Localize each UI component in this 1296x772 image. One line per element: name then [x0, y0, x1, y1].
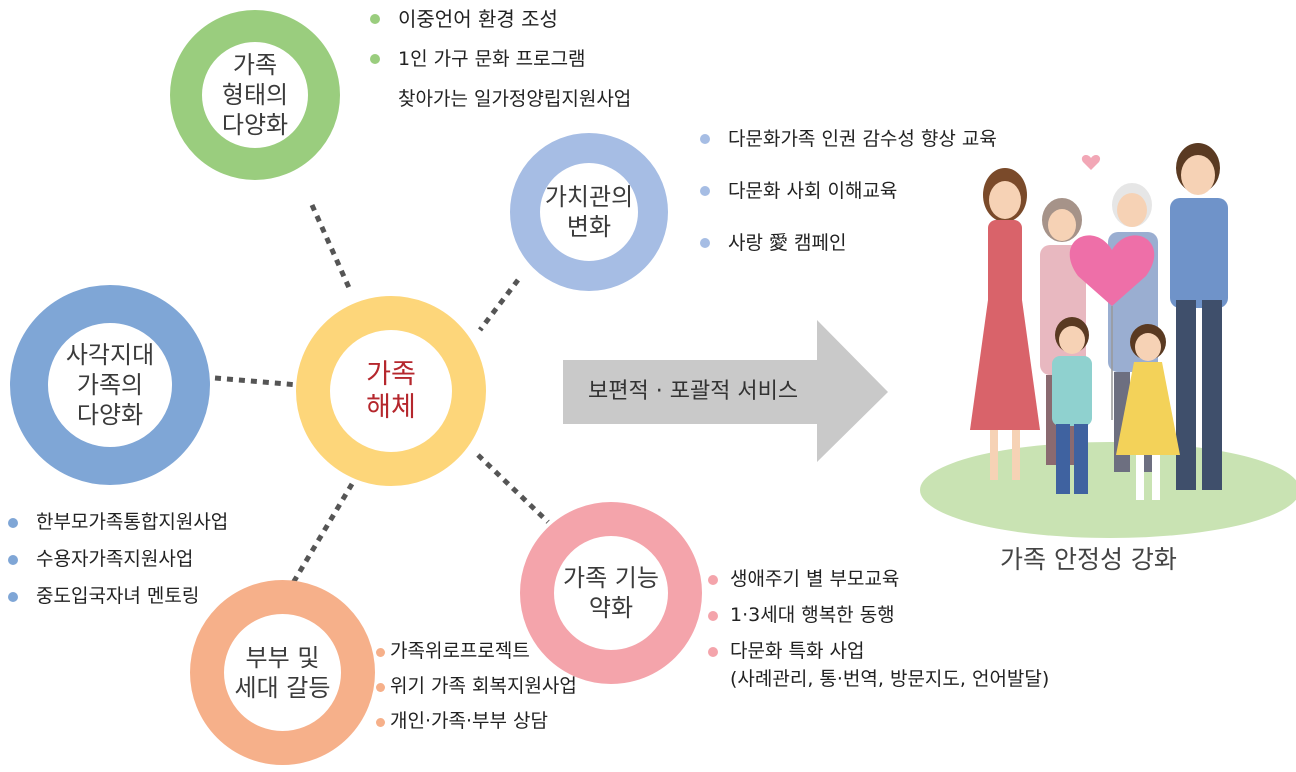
connector-form: [309, 203, 353, 292]
list-item: 다문화가족 인권 감수성 향상 교육: [700, 128, 997, 180]
list-item: 다문화 특화 사업: [708, 640, 899, 662]
list-couple-conflict: 가족위로프로젝트 위기 가족 회복지원사업 개인·가족·부부 상담: [376, 640, 577, 732]
bullet-dot: [700, 186, 710, 196]
connector-blind: [214, 375, 299, 388]
bullet-dot: [700, 238, 710, 248]
list-blind-spot: 한부모가족통합지원사업 수용자가족지원사업 중도입국자녀 멘토링: [8, 511, 228, 607]
list-item: 중도입국자녀 멘토링: [8, 585, 228, 607]
small-heart-icon: [1081, 155, 1101, 170]
connector-value: [478, 278, 520, 332]
node-blind-spot-label: 사각지대 가족의 다양화: [65, 341, 155, 429]
list-item: 가족위로프로젝트: [376, 640, 577, 675]
list-item: 다문화 사회 이해교육: [700, 180, 997, 232]
node-function-weakening-label: 가족 기능 약화: [563, 564, 659, 622]
father-figure: [1170, 143, 1228, 490]
bullet-dot: [376, 648, 385, 657]
list-item: 개인·가족·부부 상담: [376, 710, 577, 732]
node-value-change-label: 가치관의 변화: [544, 183, 634, 241]
list-value-change: 다문화가족 인권 감수성 향상 교육 다문화 사회 이해교육 사랑 愛 캠페인: [700, 128, 997, 254]
list-function-weakening-extra: (사례관리, 통·번역, 방문지도, 언어발달): [730, 668, 1050, 690]
heart-balloon-icon: [1069, 235, 1155, 306]
bullet-dot: [370, 14, 380, 24]
connector-couple: [287, 482, 355, 590]
bullet-dot: [8, 592, 18, 602]
list-item: 한부모가족통합지원사업: [8, 511, 228, 548]
bullet-dot: [708, 611, 718, 621]
list-family-form-extra: 찾아가는 일가정양립지원사업: [398, 88, 632, 110]
list-family-form: 이중언어 환경 조성 1인 가구 문화 프로그램: [370, 8, 586, 70]
bullet-dot: [370, 54, 380, 64]
list-item: 사랑 愛 캠페인: [700, 232, 997, 254]
girl-figure: [1116, 324, 1180, 500]
list-item: 1인 가구 문화 프로그램: [370, 48, 586, 70]
bullet-dot: [708, 575, 718, 585]
result-label: 가족 안정성 강화: [1000, 545, 1177, 574]
service-arrow: [563, 320, 888, 462]
bullet-dot: [700, 134, 710, 144]
list-item: 이중언어 환경 조성: [370, 8, 586, 48]
node-family-form-diversity-label: 가족 형태의 다양화: [221, 51, 289, 139]
bullet-dot: [8, 518, 18, 528]
list-item: 생애주기 별 부모교육: [708, 568, 899, 604]
list-item: 위기 가족 회복지원사업: [376, 675, 577, 710]
bullet-dot: [8, 555, 18, 565]
list-item: 1·3세대 행복한 동행: [708, 604, 899, 640]
bullet-dot: [376, 683, 385, 692]
node-family-dissolution-label: 가족 해체: [366, 359, 416, 423]
list-item: 수용자가족지원사업: [8, 548, 228, 585]
mother-figure: [970, 168, 1040, 480]
service-arrow-label: 보편적 · 포괄적 서비스: [588, 379, 799, 404]
node-value-change: 가치관의 변화: [510, 133, 668, 291]
list-function-weakening: 생애주기 별 부모교육 1·3세대 행복한 동행 다문화 특화 사업: [708, 568, 899, 662]
boy-figure: [1052, 317, 1092, 494]
connector-function: [476, 453, 550, 524]
bullet-dot: [708, 647, 718, 657]
bullet-dot: [376, 718, 385, 727]
node-couple-conflict-label: 부부 및 세대 갈등: [234, 643, 331, 702]
